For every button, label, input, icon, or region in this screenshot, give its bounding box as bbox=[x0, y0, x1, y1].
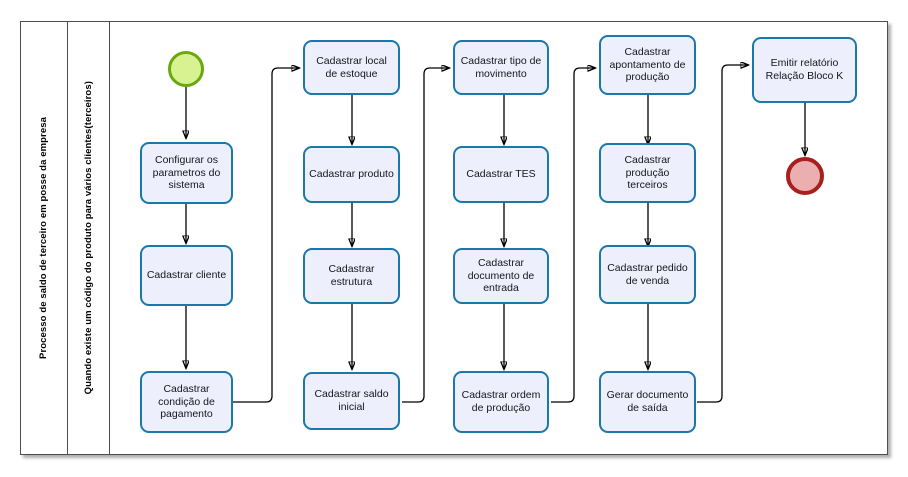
task-t13[interactable]: Cadastrar produção terceiros bbox=[599, 143, 696, 203]
task-t1[interactable]: Configurar os parametros do sistema bbox=[140, 142, 233, 204]
task-t16[interactable]: Emitir relatório Relação Bloco K bbox=[752, 37, 857, 103]
task-t15-label: Gerar documento de saída bbox=[606, 389, 689, 414]
lane-label: Quando existe um código do produto para … bbox=[68, 21, 110, 455]
task-t6[interactable]: Cadastrar estrutura bbox=[303, 248, 400, 304]
task-t6-label: Cadastrar estrutura bbox=[328, 263, 375, 288]
task-t9-label: Cadastrar TES bbox=[466, 168, 536, 181]
task-t14[interactable]: Cadastrar pedido de venda bbox=[599, 245, 696, 304]
task-t5[interactable]: Cadastrar produto bbox=[303, 146, 400, 203]
end-event[interactable] bbox=[786, 157, 824, 195]
task-t15[interactable]: Gerar documento de saída bbox=[599, 371, 696, 433]
task-t2-label: Cadastrar cliente bbox=[146, 269, 227, 282]
pool-label: Processo de saldo de terceiro em posse d… bbox=[20, 21, 68, 455]
task-t11[interactable]: Cadastrar ordem de produção bbox=[453, 371, 549, 433]
task-t12[interactable]: Cadastrar apontamento de produção bbox=[599, 35, 696, 95]
task-t10-label: Cadastrar documento de entrada bbox=[467, 256, 535, 295]
task-t8[interactable]: Cadastrar tipo de movimento bbox=[453, 40, 549, 95]
task-t4[interactable]: Cadastrar local de estoque bbox=[303, 40, 400, 95]
task-t10[interactable]: Cadastrar documento de entrada bbox=[453, 248, 549, 304]
task-t1-label: Configurar os parametros do sistema bbox=[152, 153, 221, 192]
task-t16-label: Emitir relatório Relação Bloco K bbox=[765, 57, 844, 82]
task-t7[interactable]: Cadastrar saldo inicial bbox=[303, 372, 400, 430]
task-t5-label: Cadastrar produto bbox=[309, 168, 394, 181]
task-t14-label: Cadastrar pedido de venda bbox=[607, 261, 688, 287]
lane-label-text: Quando existe um código do produto para … bbox=[82, 81, 94, 395]
task-t12-label: Cadastrar apontamento de produção bbox=[609, 45, 686, 84]
task-t3[interactable]: Cadastrar condição de pagamento bbox=[140, 371, 233, 433]
task-t8-label: Cadastrar tipo de movimento bbox=[460, 54, 542, 80]
task-t11-label: Cadastrar ordem de produção bbox=[461, 389, 541, 414]
task-t4-label: Cadastrar local de estoque bbox=[316, 54, 387, 80]
task-t13-label: Cadastrar produção terceiros bbox=[624, 153, 671, 192]
task-t9[interactable]: Cadastrar TES bbox=[453, 146, 549, 203]
task-t7-label: Cadastrar saldo inicial bbox=[314, 388, 389, 413]
task-t3-label: Cadastrar condição de pagamento bbox=[158, 382, 215, 421]
start-event[interactable] bbox=[168, 51, 204, 87]
task-t2[interactable]: Cadastrar cliente bbox=[140, 245, 233, 306]
pool-label-text: Processo de saldo de terceiro em posse d… bbox=[37, 117, 49, 359]
